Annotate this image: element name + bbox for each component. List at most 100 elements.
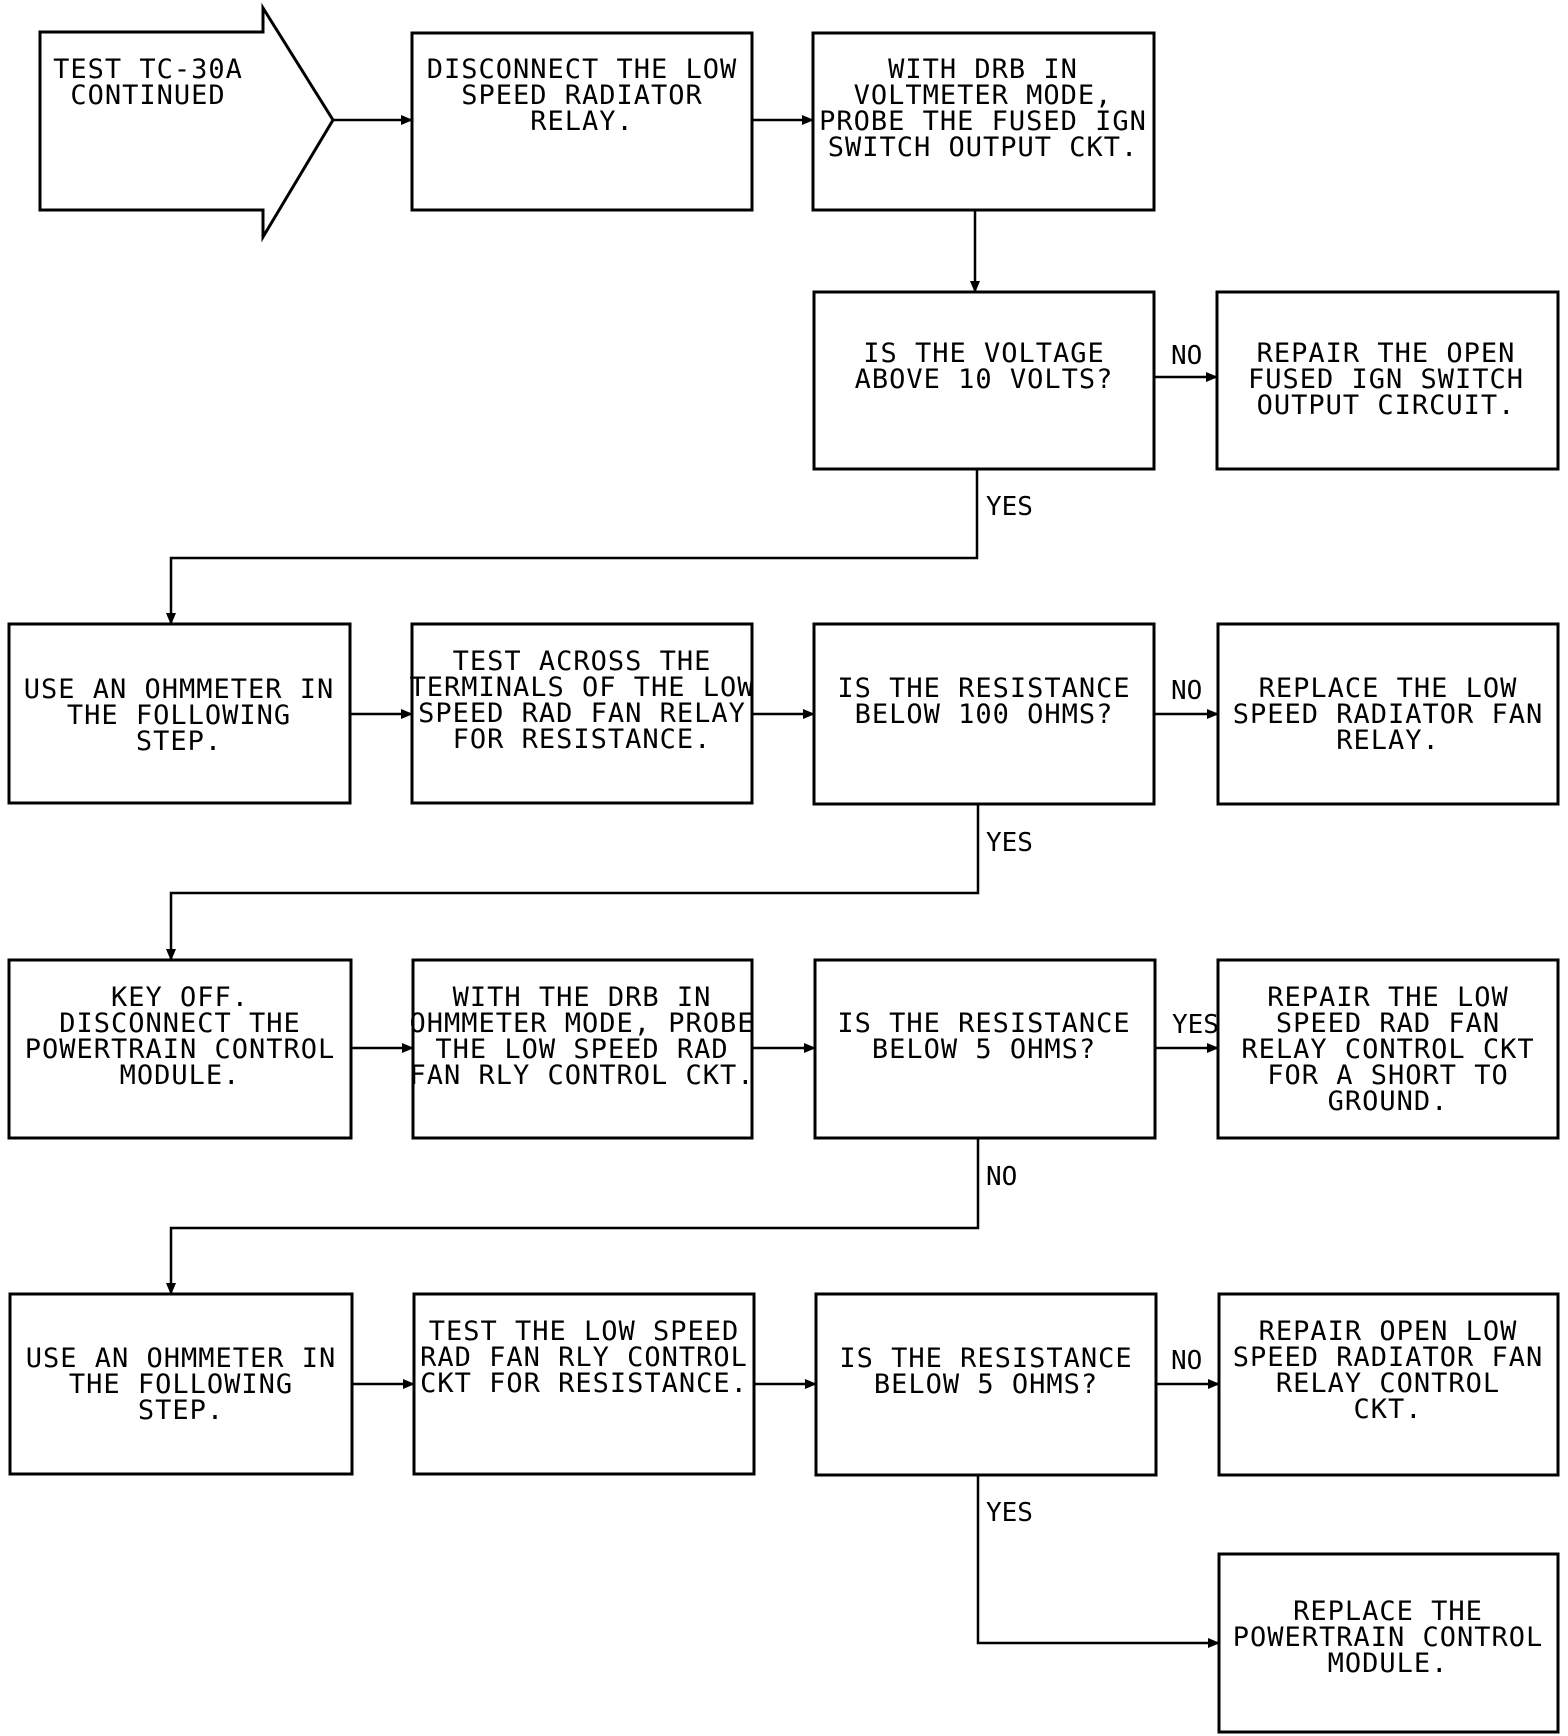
box-text-line: REPAIR THE OPEN	[1257, 338, 1516, 369]
box-text-line: FOR A SHORT TO	[1267, 1060, 1509, 1091]
box-text-line: IS THE RESISTANCE	[839, 1343, 1132, 1374]
branch-labels: NO YES NO YES YES NO NO YES	[986, 341, 1219, 1528]
box-text-line: SPEED RAD FAN	[1276, 1008, 1500, 1039]
box-text-line: REPAIR OPEN LOW	[1259, 1316, 1518, 1347]
disconnect-relay-rect	[410, 31, 754, 212]
label-res100-no: NO	[1171, 676, 1202, 706]
arrow-res100-yes	[166, 804, 980, 961]
box-text-line: PROBE THE FUSED IGN	[819, 106, 1147, 137]
arrow-res5a-no	[166, 1138, 980, 1295]
box-text-line: THE FOLLOWING	[69, 1369, 293, 1400]
box-text-line: POWERTRAIN CONTROL	[1233, 1622, 1544, 1653]
box-text-line: TEST THE LOW SPEED	[429, 1316, 740, 1347]
box-text-line: DISCONNECT THE	[59, 1008, 301, 1039]
box-text-line: RELAY.	[1336, 725, 1440, 756]
start-arrow-shape	[38, 2, 335, 243]
box-text-line: DISCONNECT THE LOW	[427, 54, 738, 85]
ohmmeter-step-rect-2	[8, 1292, 354, 1476]
box-text-line: RELAY.	[530, 106, 634, 137]
box-text-line: TEST ACROSS THE	[453, 646, 712, 677]
test-control-ckt-rect	[412, 1292, 756, 1476]
box-text-line: STEP.	[138, 1395, 224, 1426]
arrow-res5b-yes	[976, 1475, 1220, 1648]
box-text-line: MODULE.	[1328, 1648, 1449, 1679]
box-text-line: FAN RLY CONTROL CKT.	[409, 1060, 754, 1091]
replace-relay-rect	[1216, 622, 1560, 806]
connectors	[166, 115, 1220, 1648]
box-text-line: IS THE VOLTAGE	[863, 338, 1105, 369]
box-text-line: WITH THE DRB IN	[453, 982, 712, 1013]
box-text-line: FOR RESISTANCE.	[453, 724, 712, 755]
box-text-line: BELOW 5 OHMS?	[872, 1034, 1096, 1065]
box-text-line: OHMMETER MODE, PROBE	[409, 1008, 754, 1039]
question-voltage-rect	[812, 290, 1156, 471]
probe-fused-ign-rect	[811, 31, 1156, 212]
label-res5b-no: NO	[1171, 1346, 1202, 1376]
label-voltage-yes: YES	[986, 492, 1033, 522]
box-text-line: VOLTMETER MODE,	[854, 80, 1113, 111]
arrow-voltage-yes	[166, 469, 979, 625]
box-text-line: KEY OFF.	[111, 982, 249, 1013]
box-text-line: BELOW 100 OHMS?	[855, 699, 1114, 730]
box-text-line: IS THE RESISTANCE	[837, 673, 1130, 704]
box-text-line: THE LOW SPEED RAD	[435, 1034, 728, 1065]
box-text-line: ABOVE 10 VOLTS?	[855, 364, 1114, 395]
box-text-line: MODULE.	[120, 1060, 241, 1091]
box-text-line: WITH DRB IN	[888, 54, 1078, 85]
box-text-line: REPLACE THE LOW	[1259, 673, 1518, 704]
box-text-line: FUSED IGN SWITCH	[1248, 364, 1524, 395]
key-off-rect	[7, 958, 353, 1140]
box-text-line: CKT FOR RESISTANCE.	[420, 1368, 748, 1399]
repair-short-rect	[1216, 958, 1560, 1140]
box-text-line: TEST TC-30A	[53, 54, 243, 85]
box-text-line: REPLACE THE	[1293, 1596, 1483, 1627]
repair-open-fused-rect	[1215, 290, 1560, 471]
box-text-line: RELAY CONTROL CKT	[1241, 1034, 1534, 1065]
repair-open-control-rect	[1217, 1292, 1560, 1477]
label-res5a-yes: YES	[1172, 1010, 1219, 1040]
box-text-line: SPEED RAD FAN RELAY	[418, 698, 746, 729]
box-text-line: USE AN OHMMETER IN	[24, 674, 335, 705]
test-across-terminals-rect	[410, 622, 754, 805]
box-text-line: SPEED RADIATOR FAN	[1233, 699, 1544, 730]
label-res100-yes: YES	[986, 828, 1033, 858]
question-resistance-5b-rect	[814, 1292, 1158, 1477]
ohmmeter-step-rect-1	[7, 622, 352, 805]
box-text-line: OUTPUT CIRCUIT.	[1257, 390, 1516, 421]
box-text-line: THE FOLLOWING	[67, 700, 291, 731]
